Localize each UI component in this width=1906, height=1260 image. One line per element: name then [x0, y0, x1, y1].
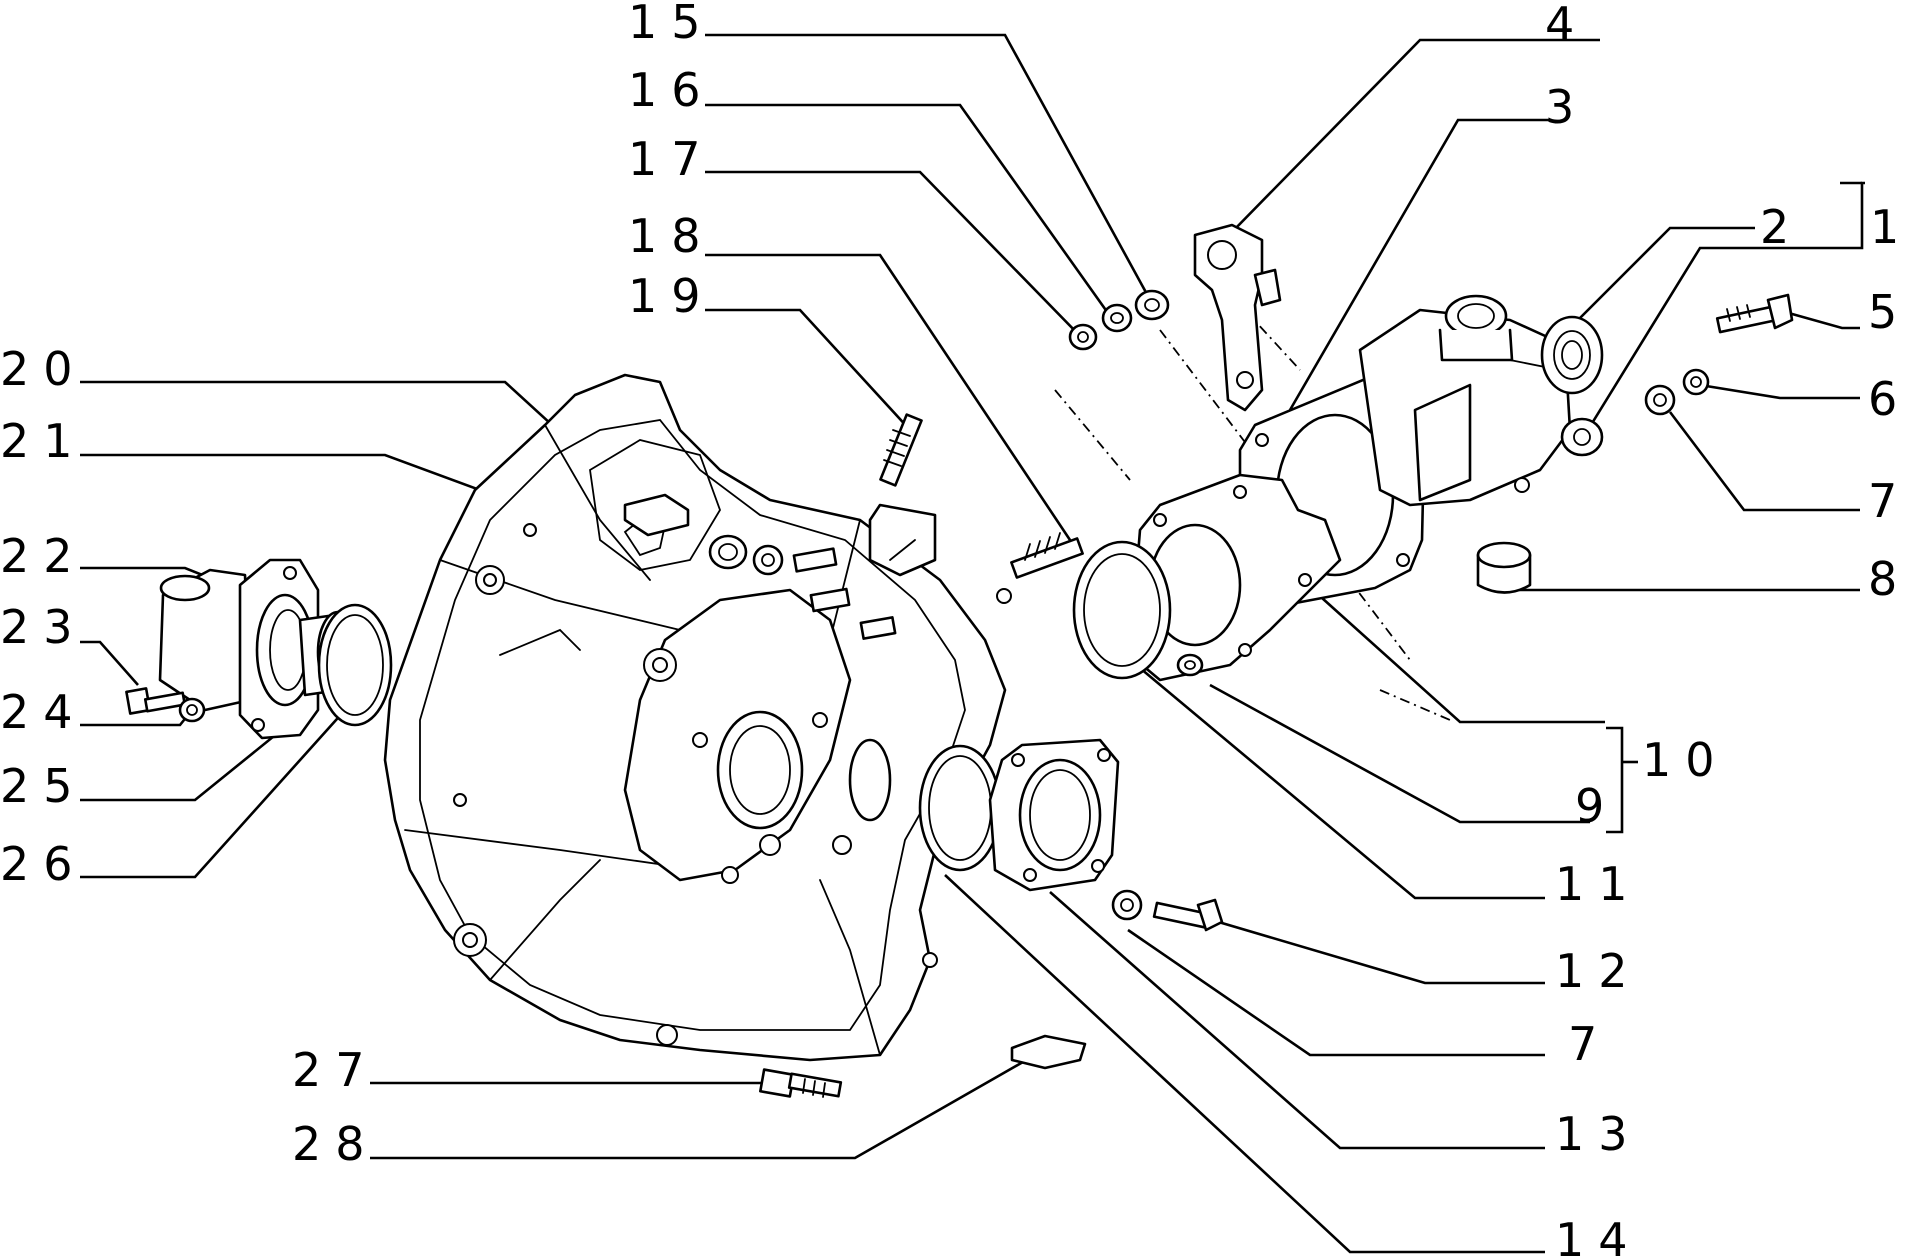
parts-15-16-17-fasteners	[1068, 289, 1170, 351]
callout-8: 8	[1868, 552, 1906, 606]
part-9-plug	[1176, 653, 1204, 677]
callout-5: 5	[1868, 285, 1906, 339]
part-7b-washer	[1111, 889, 1143, 921]
part-7a-washer	[1644, 384, 1676, 416]
callout-24: 24	[0, 685, 87, 739]
part-17-washer	[1068, 323, 1098, 351]
part-19-stud	[879, 413, 923, 487]
callout-15: 15	[628, 0, 715, 49]
leader-14	[944, 874, 1545, 1254]
callout-23: 23	[0, 600, 87, 654]
leader-2	[1579, 226, 1755, 319]
part-18-stud	[1010, 532, 1084, 579]
part-20-pad	[623, 493, 690, 537]
callout-21: 21	[0, 414, 87, 468]
leader-6	[1699, 383, 1860, 400]
part-5-bolt	[1715, 293, 1794, 334]
leader-25	[80, 713, 301, 802]
leader-7a	[1668, 411, 1860, 512]
part-10-flange-housing	[1128, 473, 1342, 682]
leader-1-bracket	[1576, 181, 1865, 447]
part-28-pad	[1010, 1034, 1087, 1070]
callout-2: 2	[1760, 200, 1803, 254]
gearbox-housing	[383, 373, 1012, 1062]
part-21-seal	[708, 534, 784, 576]
callout-13: 13	[1555, 1107, 1642, 1161]
callout-20: 20	[0, 342, 87, 396]
leader-10-bracket	[1606, 726, 1624, 834]
bearing-bore	[716, 710, 804, 830]
leader-19	[705, 308, 911, 431]
callout-18: 18	[628, 209, 715, 263]
leader-9-upper	[1321, 597, 1605, 724]
part-6-washer	[1682, 368, 1710, 396]
part-16-washer	[1101, 303, 1133, 333]
callout-4: 4	[1545, 0, 1588, 51]
callout-7b: 7	[1568, 1017, 1611, 1071]
part-14-o-ring	[918, 744, 1002, 872]
callout-12: 12	[1555, 944, 1642, 998]
part-26-o-ring	[317, 603, 393, 727]
callout-16: 16	[628, 63, 715, 117]
leader-26	[80, 709, 346, 879]
callout-1: 1	[1870, 200, 1906, 254]
leader-4	[1231, 38, 1600, 233]
leader-9	[1209, 683, 1590, 824]
callout-6: 6	[1868, 372, 1906, 426]
leader-7b	[1127, 928, 1545, 1057]
part-23-bolt	[125, 687, 187, 715]
leader-12	[1204, 916, 1545, 985]
callout-19: 19	[628, 269, 715, 323]
leader-11	[1139, 667, 1545, 900]
part-4-bracket	[1193, 223, 1282, 412]
part-15-nut	[1134, 289, 1170, 321]
part-12-bolt	[1152, 898, 1224, 932]
callout-11: 11	[1555, 857, 1642, 911]
leader-28	[370, 1056, 1031, 1160]
leader-23	[80, 640, 139, 686]
callout-28: 28	[292, 1117, 379, 1171]
part-13-cover	[988, 738, 1120, 892]
part-24-washer	[178, 697, 206, 723]
part-2-bearing	[1540, 315, 1604, 395]
callout-9: 9	[1575, 779, 1618, 833]
callout-10: 10	[1642, 733, 1729, 787]
callout-3: 3	[1545, 80, 1588, 134]
leader-3	[1288, 118, 1550, 411]
part-11-seal-ring	[1072, 540, 1172, 680]
callout-17: 17	[628, 132, 715, 186]
part-1-actuator-body	[1358, 294, 1604, 507]
leader-13	[1049, 891, 1545, 1150]
leader-18	[705, 253, 1072, 541]
callout-27: 27	[292, 1043, 379, 1097]
callout-7a: 7	[1868, 474, 1906, 528]
leader-16	[705, 103, 1122, 331]
callout-26: 26	[0, 837, 87, 891]
callout-25: 25	[0, 759, 87, 813]
callout-22: 22	[0, 529, 87, 583]
part-27-stud-bolt	[759, 1068, 843, 1098]
leader-17	[705, 170, 1081, 337]
leader-15	[705, 33, 1162, 319]
leader-5	[1784, 310, 1860, 330]
part-8-plug	[1476, 541, 1532, 594]
leader-8	[1504, 578, 1860, 592]
callout-14: 14	[1555, 1213, 1642, 1260]
